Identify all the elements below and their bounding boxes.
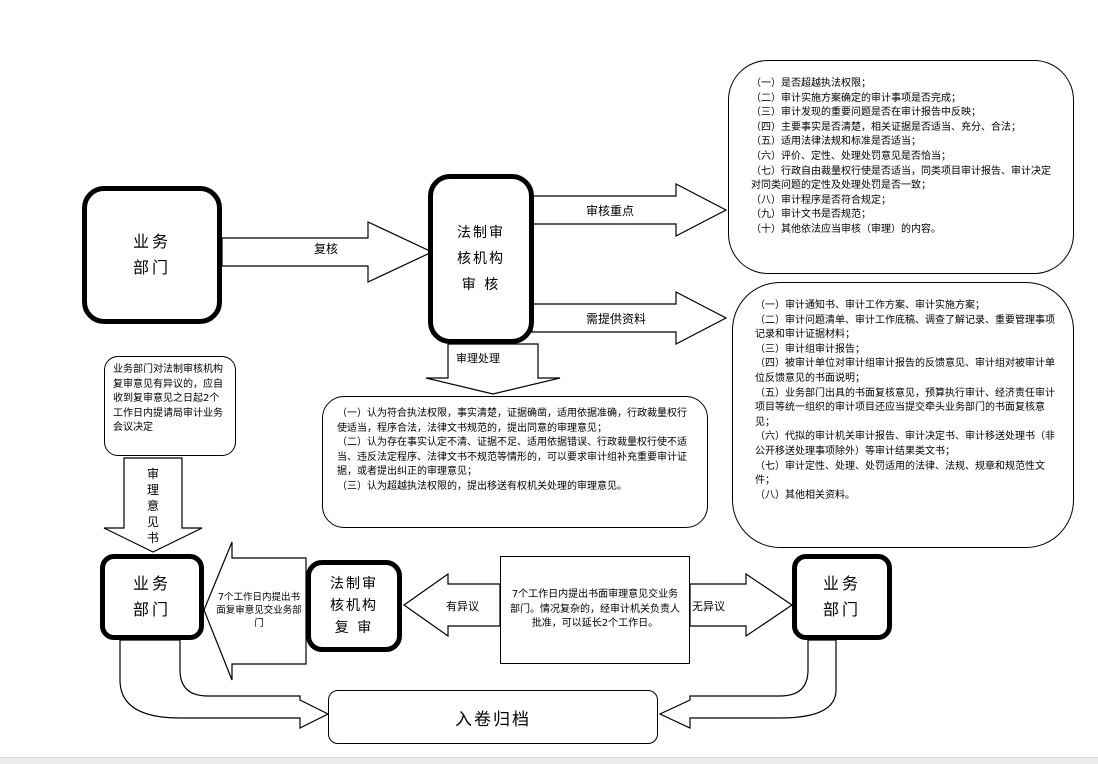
focus-item: （九）审计文书是否规范； [751,209,871,221]
handling-item: （一）认为符合执法权限，事实清楚，证据确凿，适用依据准确，行政裁量权行使适当，程… [337,408,687,434]
recheck-label: 复核 [314,242,339,256]
material-item: （二）审计问题清单、审计工作底稿、调查了解记录、重要管理事项记录和审计证据材料； [755,314,1055,341]
recheck-arrow [221,221,434,283]
materials-label: 需提供资料 [586,312,647,326]
archive-arrow-right [658,639,837,729]
material-item: （六）代拟的审计机关审计报告、审计决定书、审计移送处理书（非公开移送处理事项除外… [755,431,1055,457]
review-org-label: 法制审 核机构 审 核 [457,225,505,293]
material-item: （七）审计定性、处理、处罚适用的法律、法规、规章和规范性文件； [755,460,1045,487]
material-item: （三）审计组审计报告； [755,343,865,355]
dissent-arrow [402,572,501,638]
dept-top-box: 业务 部门 [82,186,222,324]
handling-item: （二）认为存在事实认定不清、证据不足、适用依据错误、行政裁量权行使不适当、违反法… [337,437,687,478]
no-dissent-arrow [689,572,794,638]
archive-label: 入卷归档 [455,709,531,730]
review-handling-label: 审理处理 [456,352,500,365]
focus-item: （六）评价、定性、处理处罚意见是否恰当； [751,150,951,162]
dept-bottom-left-box: 业务 部门 [100,554,204,640]
material-item: （四）被审计单位对审计组审计报告的反馈意见、审计组对被审计单位反馈意见的书面说明… [755,358,1055,384]
review-opinion-label: 审理意见书 [146,467,159,545]
material-item: （八）其他相关资料。 [755,489,855,501]
focus-item: （八）审计程序是否符合规定； [751,194,891,206]
page-bottom-edge [0,757,1098,764]
focus-item: （一）是否超越执法权限； [751,78,871,89]
review-handling-box: （一）认为符合执法权限，事实清楚，证据确凿，适用依据准确，行政裁量权行使适当，程… [322,396,708,528]
reexam-org-label: 法制审 核机构 复 审 [330,576,378,636]
materials-arrow [531,291,728,345]
focus-item: （五）适用法律法规和标准是否适当； [751,136,921,148]
focus-item: （十）其他依法应当审核（审理）的内容。 [751,223,941,235]
return-note-text: 7个工作日内提出书面复审意见交业务部门 [216,591,302,629]
material-item: （五）业务部门出具的书面复核意见，预算执行审计、经济责任审计项目等统一组织的审计… [755,387,1055,428]
handling-item: （三）认为超越执法权限的，提出移送有权机关处理的审理意见。 [337,480,627,492]
dissent-note-text: 业务部门对法制审核机构复审意见有异议的，应自收到复审意见之日起2个工作日内提请局… [113,364,223,434]
dept-bottom-right-label: 业务 部门 [822,574,861,619]
review-focus-arrow [531,183,728,237]
dept-bottom-right-box: 业务 部门 [792,554,892,640]
focus-item: （四）主要事实是否清楚，相关证据是否适当、充分、合法； [751,121,1021,133]
review-focus-box: （一）是否超越执法权限； （二）审计实施方案确定的审计事项是否完成； （三）审计… [728,60,1074,274]
return-note: 7个工作日内提出书面复审意见交业务部门 [216,580,302,640]
archive-box: 入卷归档 [328,690,658,744]
review-focus-label: 审核重点 [586,204,635,218]
archive-arrow-left [119,639,330,729]
deadline-note-text: 7个工作日内提出书面审理意见交业务部门。情况复杂的，经审计机关负责人批准，可以延… [510,589,680,630]
review-handling-arrow [425,343,561,395]
material-item: （一）审计通知书、审计工作方案、审计实施方案； [755,300,985,311]
focus-item: （二）审计实施方案确定的审计事项是否完成； [751,92,961,104]
focus-item: （三）审计发现的重要问题是否在审计报告中反映； [751,107,981,119]
review-org-box: 法制审 核机构 审 核 [428,174,534,344]
dept-top-label: 业务 部门 [132,232,171,277]
reexam-org-box: 法制审 核机构 复 审 [306,560,402,652]
focus-item: （七）行政自由裁量权行使是否适当，同类项目审计报告、审计决定对同类问题的定性及处… [751,165,1051,192]
dissent-note-box: 业务部门对法制审核机构复审意见有异议的，应自收到复审意见之日起2个工作日内提请局… [104,356,236,456]
no-dissent-label: 无异议 [692,600,725,613]
deadline-box: 7个工作日内提出书面审理意见交业务部门。情况复杂的，经审计机关负责人批准，可以延… [500,556,690,664]
review-opinion-arrow [103,457,203,553]
dissent-label: 有异议 [446,600,479,613]
materials-box: （一）审计通知书、审计工作方案、审计实施方案； （二）审计问题清单、审计工作底稿… [732,282,1074,548]
dept-bottom-left-label: 业务 部门 [132,574,171,619]
return-arrow [203,541,307,681]
